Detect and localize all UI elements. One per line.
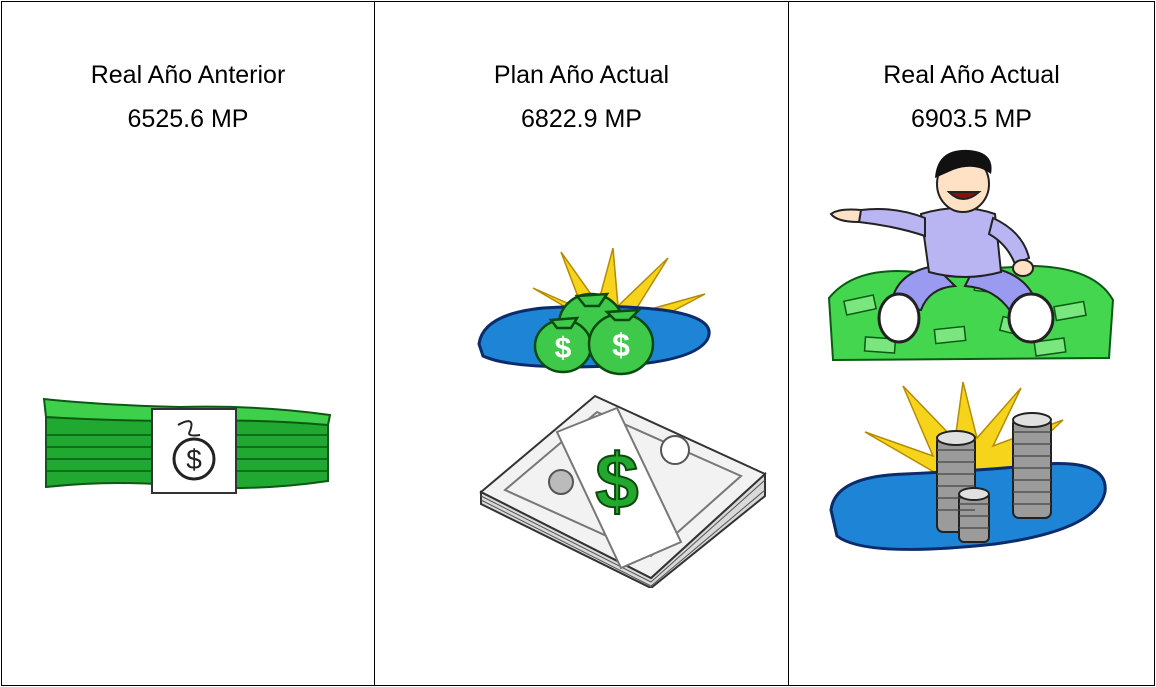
coin-stacks-icon — [829, 381, 1107, 551]
dollar-bundle-icon: $ — [479, 394, 767, 588]
svg-text:$: $ — [595, 437, 638, 525]
man-on-money-icon — [827, 149, 1115, 362]
column-title: Real Año Actual — [883, 61, 1060, 89]
column-real-previous-year: Real Año Anterior 6525.6 MP $ — [2, 2, 374, 685]
column-title: Real Año Anterior — [90, 61, 286, 89]
column-value: 6525.6 MP — [127, 105, 249, 133]
money-bags-icon: $ $ — [477, 248, 711, 376]
column-plan-current-year: Plan Año Actual 6822.9 MP $ $ — [374, 2, 788, 685]
money-stack-icon: $ — [42, 397, 332, 494]
svg-text:$: $ — [186, 444, 202, 475]
column-value: 6822.9 MP — [521, 105, 642, 133]
column-value: 6903.5 MP — [911, 105, 1032, 133]
svg-text:$: $ — [612, 327, 630, 363]
column-title: Plan Año Actual — [493, 61, 670, 89]
svg-text:$: $ — [555, 332, 572, 365]
column-real-current-year: Real Año Actual 6903.5 MP — [788, 2, 1154, 685]
